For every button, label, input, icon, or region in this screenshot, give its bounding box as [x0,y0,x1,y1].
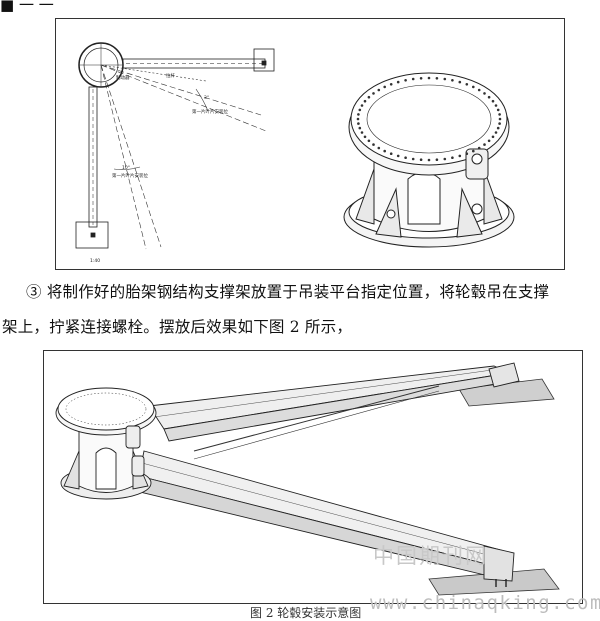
bolt-hole [491,135,495,139]
bolt-hole [472,149,475,153]
bolt-hole [427,158,431,162]
label-tie: 拉杆 [166,72,175,79]
bolt-hole [360,131,364,134]
watermark-chinese: 中国期刊网 [373,544,488,568]
paragraph-2: 架上，拧紧连接螺栓。摆放后效果如下图 2 所示， [2,318,353,336]
ground-plates [428,378,560,596]
bolt-hole [358,108,362,112]
bolt-hole [372,143,375,146]
bolt-hole [396,154,400,158]
bolt-hole [363,135,367,139]
bolt-hole [377,88,381,92]
bolt-hole [496,108,500,112]
bolt-hole [404,156,407,159]
bolt-hole [358,126,362,130]
bolt-hole [491,99,495,103]
bolt-hole [443,157,447,161]
bolt-hole [451,79,454,82]
bolt-hole [451,156,454,159]
bolt-hole [435,77,439,80]
figure-1: 制动器 拉杆 3° 第一片叶片安装位 10° 第一片叶片安装位 1:40 [55,18,565,270]
label-scale: 1:40 [90,258,100,264]
bolt-hole [494,131,498,134]
swing-lines [100,64,267,250]
bolt-hole [389,83,393,86]
bolt-hole [496,126,500,130]
watermark-url: www.chinaqking.com [370,592,600,614]
bolt-hole [443,77,447,81]
bolt-hole [367,95,371,99]
bolt-hole [477,146,481,150]
bolt-hole [487,95,491,99]
tie-strut [193,385,440,452]
label-angle-1: 3° [204,95,209,101]
bolt-hole [435,158,439,161]
bolt-hole [465,152,469,155]
label-angle-2: 10° [122,165,130,171]
bolt-hole [411,157,415,161]
figure-2 [43,350,583,604]
hub-stand-3d [343,72,515,248]
bolt-hole [360,104,364,107]
bolt-hole [372,92,375,95]
bolt-hole [465,83,469,86]
blade-arm-upper [148,362,520,442]
bolt-hole [483,92,486,95]
label-brake: 制动器 [116,74,130,81]
bolt-hole [419,77,423,80]
tie-strut-2 [193,390,440,460]
bolt-hole [458,80,462,84]
bolt-hole [377,146,381,150]
bolt-hole [396,80,400,84]
bolt-hole [498,122,501,125]
figure-2-drawing [55,362,560,596]
paragraph-1: ③ 将制作好的胎架钢结构支撑架放置于吊装平台指定位置，将轮毂吊在支撑 [26,283,550,301]
bolt-hole [419,158,423,161]
flange-bolt-holes [356,76,502,162]
bolt-hole [494,104,498,107]
bolt-hole [389,152,393,155]
label-vane-1: 第一片叶片安装位 [192,108,228,115]
bolt-hole [487,139,491,143]
bolt-hole [356,117,360,121]
bolt-hole [477,88,481,92]
top-cropped-text: ■ 一 一 [0,0,54,14]
bolt-hole [404,79,407,82]
hub-stand-3d-small [55,387,157,500]
bolt-hole [498,117,502,121]
blade-horizontal [122,48,275,72]
bolt-hole [363,99,367,103]
figure-1-drawing: 制动器 拉杆 3° 第一片叶片安装位 10° 第一片叶片安装位 1:40 [75,42,515,264]
bolt-hole [383,149,387,153]
angle-arc-1 [195,88,209,112]
bolt-hole [357,113,360,116]
bolt-hole [498,113,501,116]
angle-arc-2 [113,166,141,170]
bolt-hole [383,85,387,89]
bolt-hole [472,85,475,89]
bolt-hole [411,77,415,81]
bolt-hole [367,139,371,143]
blade-vertical [75,86,109,249]
bolt-hole [458,154,462,158]
label-vane-2: 第一片叶片安装位 [112,172,148,179]
bolt-hole [427,76,431,80]
bolt-hole [483,143,486,146]
bolt-hole [357,122,360,125]
